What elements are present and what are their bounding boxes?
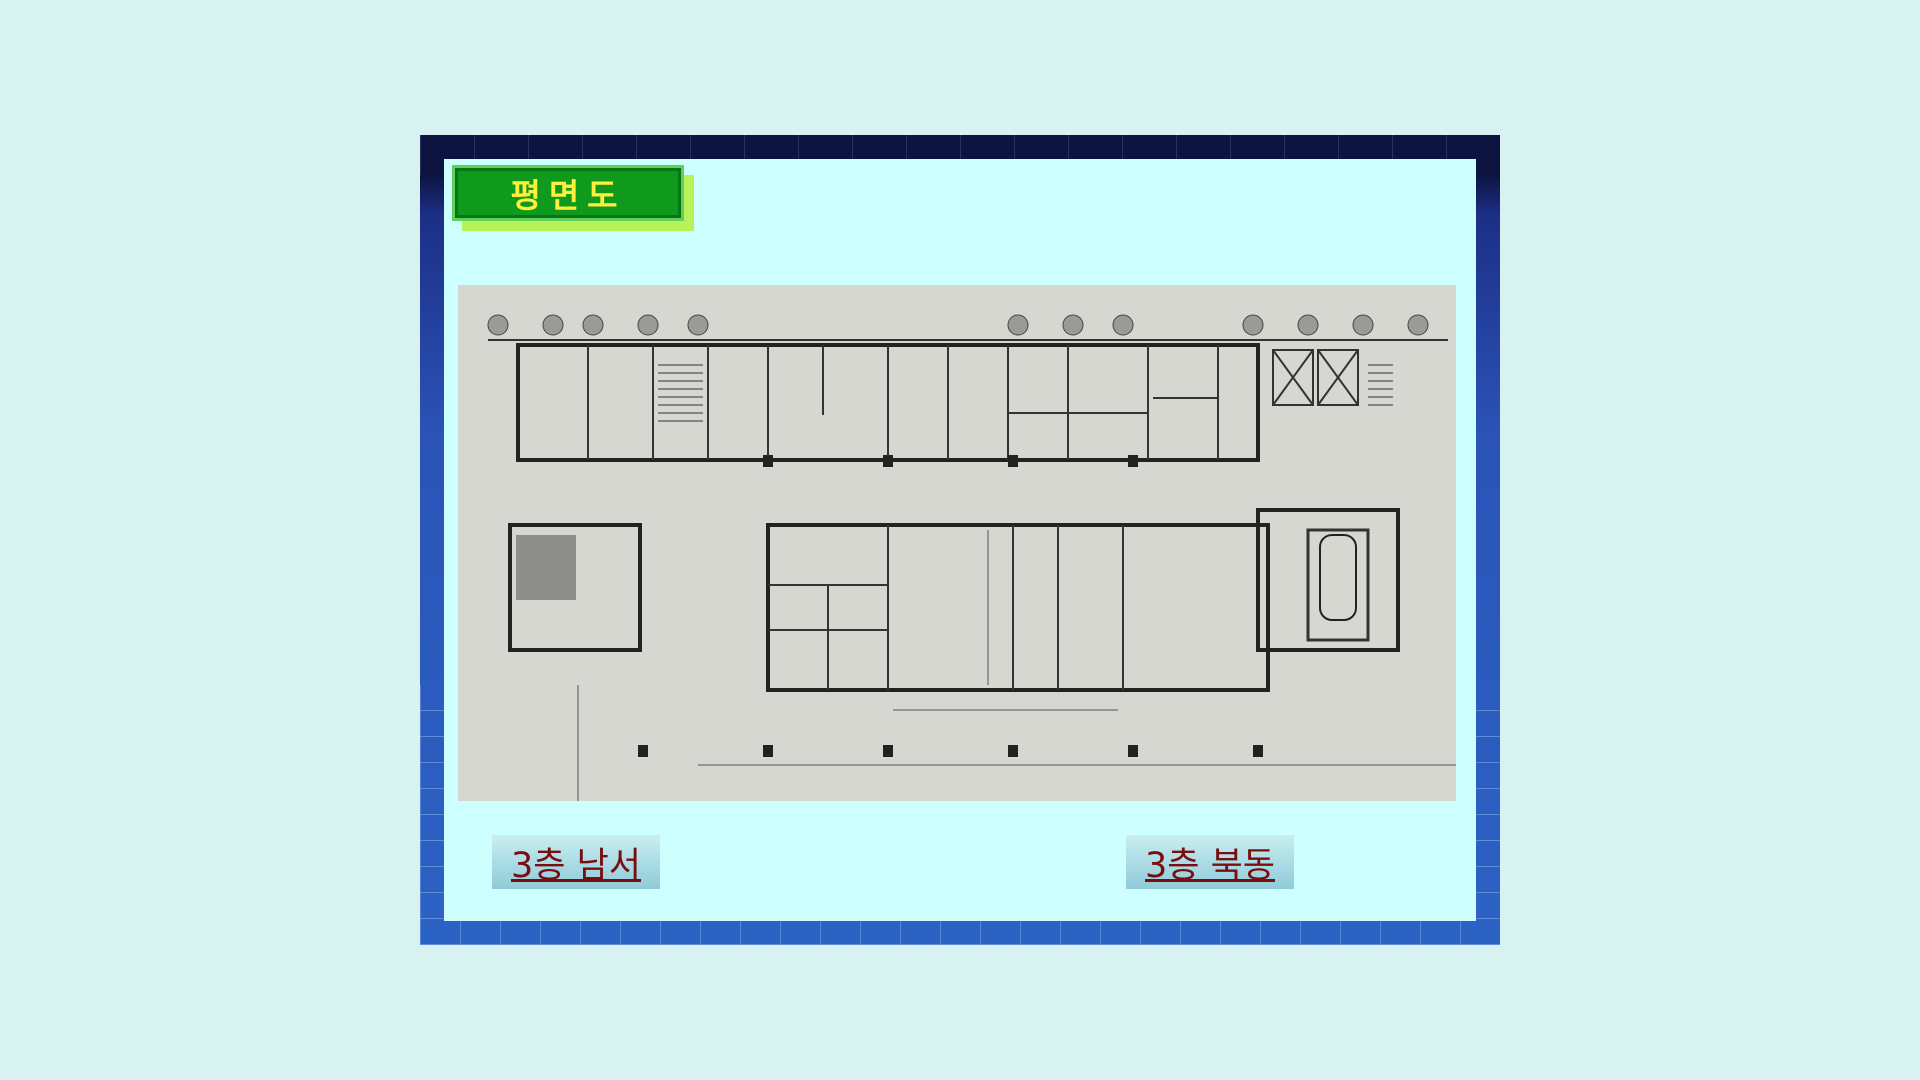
content-panel: 평면도 bbox=[444, 159, 1476, 921]
title-box: 평면도 bbox=[452, 165, 684, 221]
link-3f-southwest[interactable]: 3층 남서 bbox=[492, 835, 660, 889]
page-title: 평면도 bbox=[510, 176, 626, 215]
link-3f-northeast[interactable]: 3층 북동 bbox=[1126, 835, 1294, 889]
link-3f-southwest-label: 3층 남서 bbox=[511, 845, 641, 886]
link-3f-northeast-label: 3층 북동 bbox=[1145, 845, 1275, 886]
slide-frame: 평면도 bbox=[420, 135, 1500, 945]
floor-plan-image bbox=[458, 285, 1456, 801]
floor-plan-drawing bbox=[458, 285, 1456, 801]
title-badge: 평면도 bbox=[452, 165, 694, 231]
